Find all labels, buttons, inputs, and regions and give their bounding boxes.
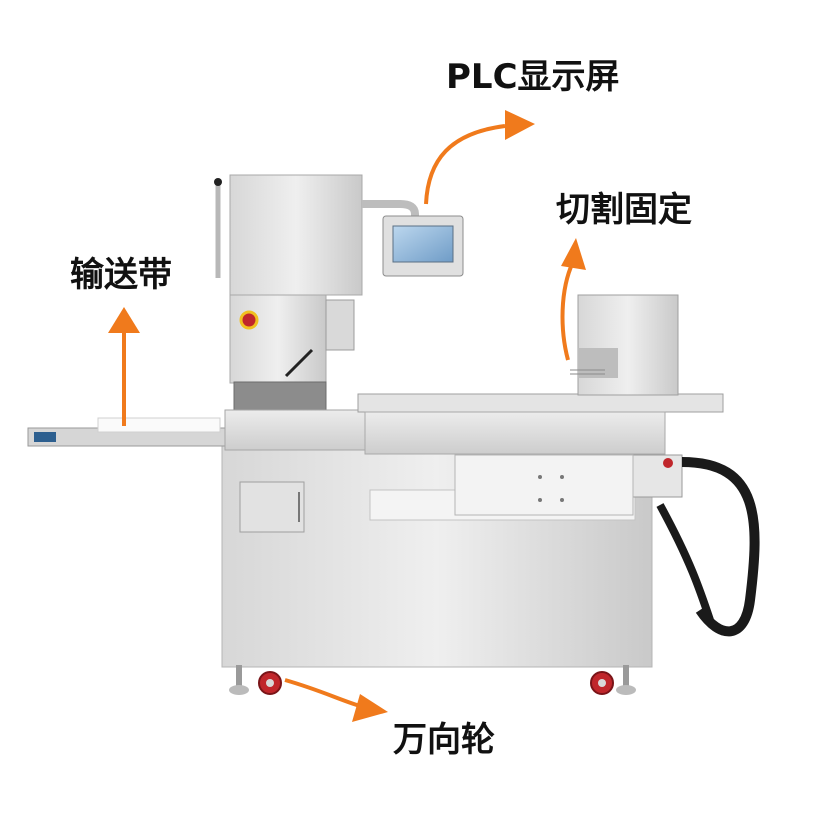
arrow-cutting [560,261,575,361]
arrow-caster [284,678,361,708]
plc-display-screen [392,225,454,263]
cutting-head [577,294,679,396]
arrow-plc [424,124,506,205]
feed-chute [233,381,327,413]
access-panel [239,481,305,533]
emergency-stop-button [239,310,259,330]
label-conveyor-belt: 输送带 [70,255,172,295]
label-cutting-fixed: 切割固定 [556,190,692,230]
product-block [97,417,221,433]
feed-column [229,174,363,296]
label-plc-screen: PLC显示屏 [446,57,620,97]
cutting-table [357,393,724,413]
control-box [629,454,683,498]
label-caster-wheel: 万向轮 [393,720,495,760]
feed-column-lower [229,294,327,384]
